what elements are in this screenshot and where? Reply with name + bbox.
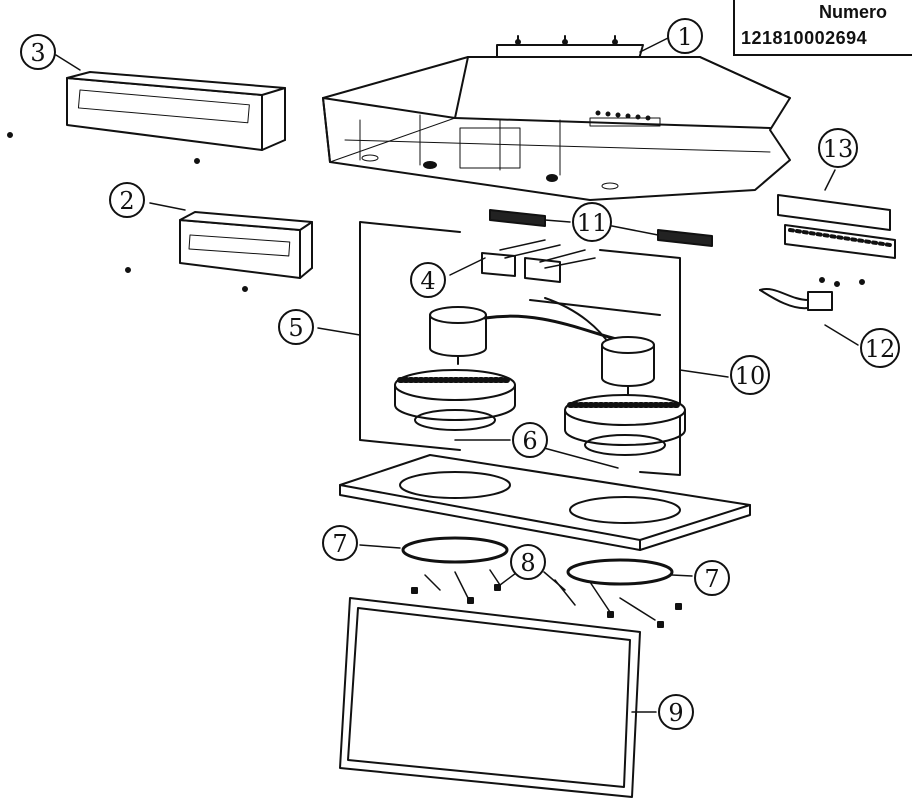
part-6-bottom-plate xyxy=(339,454,751,551)
model-label: Numero xyxy=(819,2,888,22)
svg-text:5: 5 xyxy=(288,314,303,342)
blower-motor-left xyxy=(429,306,487,365)
part-3-duct-connector xyxy=(7,71,286,164)
part-2-small-duct-connector xyxy=(125,211,313,292)
svg-text:7: 7 xyxy=(332,530,347,558)
callout-3: 3 xyxy=(20,34,56,70)
callout-12: 12 xyxy=(860,328,900,368)
svg-text:7: 7 xyxy=(704,565,719,593)
callout-8: 8 xyxy=(510,544,546,580)
part-4-brackets xyxy=(481,239,596,283)
callout-7b: 7 xyxy=(694,560,730,596)
callout-2: 2 xyxy=(109,182,145,218)
callout-6: 6 xyxy=(512,422,548,458)
blower-motor-right xyxy=(601,336,655,395)
callout-5: 5 xyxy=(278,309,314,345)
part-11-clips xyxy=(489,209,713,247)
svg-text:10: 10 xyxy=(735,362,766,390)
svg-text:8: 8 xyxy=(520,549,535,577)
svg-text:6: 6 xyxy=(522,427,537,455)
leader-lines xyxy=(55,37,859,713)
callouts: 1 2 3 4 5 6 7 7 8 9 10 11 12 13 xyxy=(20,18,900,730)
svg-text:9: 9 xyxy=(668,699,683,727)
svg-text:13: 13 xyxy=(823,135,854,163)
svg-text:1: 1 xyxy=(677,23,692,51)
svg-text:11: 11 xyxy=(577,209,608,237)
part-7-light-cover-right xyxy=(566,558,674,586)
callout-9: 9 xyxy=(658,694,694,730)
model-number: 121810002694 xyxy=(741,28,868,48)
part-9-filter-frame xyxy=(339,597,641,798)
callout-13: 13 xyxy=(818,128,858,168)
svg-text:3: 3 xyxy=(30,39,45,67)
svg-text:2: 2 xyxy=(119,187,134,215)
blower-wheel-right xyxy=(564,394,686,456)
callout-7a: 7 xyxy=(322,525,358,561)
part-8-screws xyxy=(411,569,682,628)
callout-10: 10 xyxy=(730,355,770,395)
svg-text:4: 4 xyxy=(420,267,435,295)
part-7-light-cover-left xyxy=(401,536,509,564)
model-number-box: Numero 121810002694 xyxy=(733,0,912,56)
blower-wheel-left xyxy=(394,369,516,431)
callout-11: 11 xyxy=(572,202,612,242)
callout-1: 1 xyxy=(667,18,703,54)
part-13-control-board xyxy=(777,194,896,259)
svg-text:12: 12 xyxy=(865,335,896,363)
callout-4: 4 xyxy=(410,262,446,298)
part-12-switch xyxy=(759,277,865,311)
range-hood-body xyxy=(322,56,791,201)
blower-assembly-frame xyxy=(359,221,681,476)
